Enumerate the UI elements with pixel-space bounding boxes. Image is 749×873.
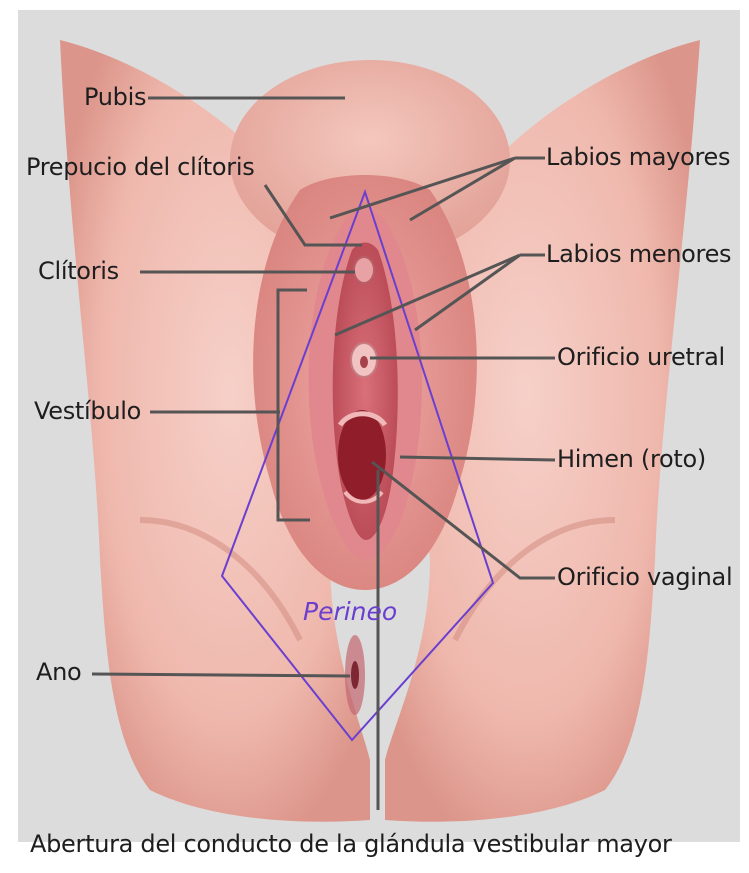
label-ano: Ano: [36, 658, 81, 686]
label-clitoris: Clítoris: [38, 257, 119, 285]
label-orificio-vaginal: Orificio vaginal: [557, 563, 732, 591]
label-pubis: Pubis: [84, 83, 146, 111]
label-perineo: Perineo: [303, 598, 397, 626]
label-vestibulo: Vestíbulo: [34, 397, 141, 425]
label-abertura-glandula-vestibular: Abertura del conducto de la glándula ves…: [30, 830, 672, 858]
label-labios-menores: Labios menores: [546, 240, 731, 268]
urethral-opening: [351, 343, 377, 377]
label-himen-roto: Himen (roto): [557, 445, 706, 473]
clitoris: [354, 257, 374, 283]
label-labios-mayores: Labios mayores: [546, 143, 730, 171]
label-prepucio-del-clitoris: Prepucio del clítoris: [26, 153, 254, 181]
label-orificio-uretral: Orificio uretral: [557, 343, 725, 371]
